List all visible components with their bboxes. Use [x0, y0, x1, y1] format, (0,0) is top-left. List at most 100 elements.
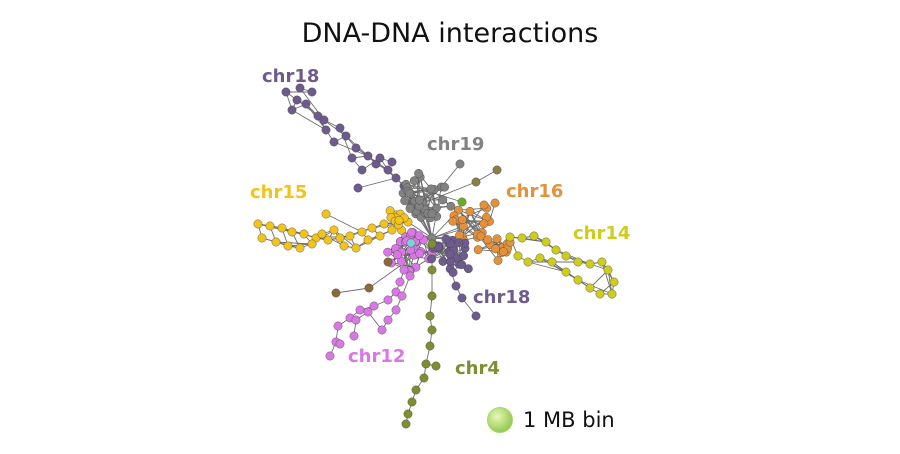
- network-node: [254, 220, 262, 228]
- network-node: [300, 230, 308, 238]
- network-node: [524, 258, 532, 266]
- network-node: [346, 232, 354, 240]
- network-node: [596, 290, 604, 298]
- label-chr15: chr15: [250, 182, 307, 203]
- network-node: [404, 410, 412, 418]
- network-node: [358, 228, 366, 236]
- network-node: [400, 197, 408, 205]
- network-node: [398, 292, 406, 300]
- network-node: [322, 210, 330, 218]
- network-node: [302, 100, 310, 108]
- network-node: [426, 312, 434, 320]
- network-node: [610, 278, 618, 286]
- network-node: [336, 340, 344, 348]
- network-node: [414, 169, 422, 177]
- network-node: [348, 154, 356, 162]
- network-node: [308, 240, 316, 248]
- network-node: [420, 374, 428, 382]
- network-node: [330, 226, 338, 234]
- network-node: [458, 215, 466, 223]
- label-chr4: chr4: [455, 358, 500, 379]
- network-node: [494, 256, 502, 264]
- network-node: [384, 166, 392, 174]
- network-node: [266, 222, 274, 230]
- network-node: [514, 252, 522, 260]
- network-node: [474, 245, 482, 253]
- label-chr18-bottom: chr18: [473, 287, 530, 308]
- label-chr16: chr16: [506, 181, 563, 202]
- network-node: [428, 266, 436, 274]
- network-node: [480, 201, 488, 209]
- network-node: [442, 235, 450, 243]
- legend-label: 1 MB bin: [523, 408, 615, 432]
- diagram-title: DNA-DNA interactions: [0, 18, 900, 49]
- network-node: [352, 316, 360, 324]
- network-node: [458, 198, 466, 206]
- network-node: [282, 88, 290, 96]
- label-chr19: chr19: [427, 134, 484, 155]
- network-node: [480, 220, 488, 228]
- network-node: [358, 166, 366, 174]
- network-node: [439, 196, 447, 204]
- legend: 1 MB bin: [487, 406, 615, 434]
- label-chr14: chr14: [573, 223, 630, 244]
- network-edge: [336, 288, 369, 293]
- network-node: [440, 183, 448, 191]
- network-node: [412, 386, 420, 394]
- network-node: [318, 230, 326, 238]
- network-node: [586, 260, 594, 268]
- network-node: [428, 240, 436, 248]
- network-node: [288, 106, 296, 114]
- network-node: [518, 234, 526, 242]
- network-node: [334, 322, 342, 330]
- network-node: [506, 233, 514, 241]
- network-node: [428, 210, 436, 218]
- network-node: [356, 306, 364, 314]
- network-node: [388, 158, 396, 166]
- network-node: [364, 308, 372, 316]
- network-node: [459, 252, 467, 260]
- network-edge: [528, 262, 566, 272]
- network-node: [293, 96, 301, 104]
- network-node: [336, 124, 344, 132]
- network-node: [352, 144, 360, 152]
- network-node: [408, 398, 416, 406]
- network-node: [354, 184, 362, 192]
- network-node: [416, 250, 424, 258]
- network-node: [456, 160, 464, 168]
- label-chr18-top: chr18: [262, 66, 319, 87]
- network-node: [415, 231, 423, 239]
- network-node: [491, 199, 499, 207]
- network-node: [258, 234, 266, 242]
- network-node: [449, 217, 457, 225]
- network-node: [604, 266, 612, 274]
- network-node: [472, 178, 480, 186]
- network-node: [608, 290, 616, 298]
- network-node: [384, 258, 392, 266]
- network-node: [380, 220, 388, 228]
- network-node: [458, 260, 466, 268]
- network-node: [364, 236, 372, 244]
- network-edge: [578, 280, 612, 294]
- network-node: [406, 204, 414, 212]
- network-node: [458, 294, 466, 302]
- legend-bin-icon: [487, 407, 513, 433]
- network-node: [320, 116, 328, 124]
- network-node: [384, 296, 392, 304]
- network-node: [402, 420, 410, 428]
- network-node: [598, 258, 606, 266]
- network-node: [542, 238, 550, 246]
- network-node: [326, 352, 334, 360]
- network-node: [272, 238, 280, 246]
- network-node: [484, 235, 492, 243]
- network-node: [439, 257, 447, 265]
- network-node: [491, 245, 499, 253]
- network-edge: [552, 262, 590, 288]
- network-node: [574, 276, 582, 284]
- network-node: [383, 248, 391, 256]
- network-node: [415, 196, 423, 204]
- network-node: [493, 166, 501, 174]
- network-node: [336, 234, 344, 242]
- network-node: [562, 268, 570, 276]
